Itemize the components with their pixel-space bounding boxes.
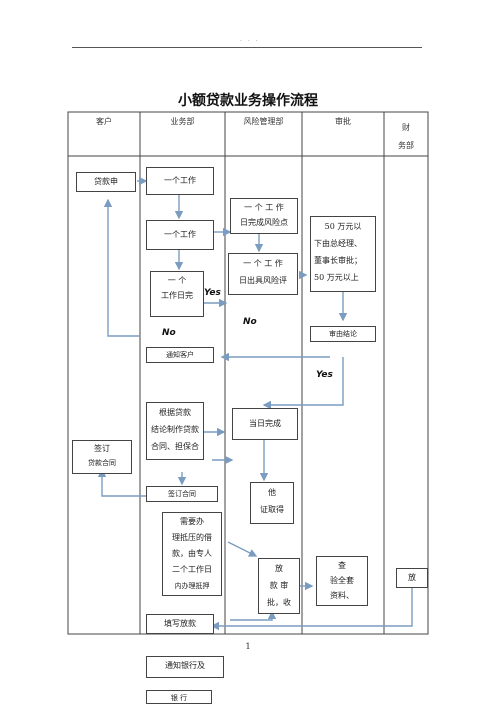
pledge-line-1: 需要办 [180, 517, 204, 526]
loan-apply-box: 贷款申 [76, 172, 136, 192]
approve-line-1: 50 万元以 [324, 222, 362, 231]
risk-step2-line-1: 一 个 工 作 [243, 259, 283, 268]
sign-contract-box: 签订合同 [146, 486, 218, 502]
approve-line-3: 董事长审批； [314, 256, 362, 265]
loan-review-box: 放 款 审 批，收 [258, 558, 300, 614]
other-line-1: 他 [268, 488, 276, 497]
pledge-line-2: 理抵压的借 [172, 533, 212, 542]
yes-label-2: Yes [316, 370, 333, 380]
pledge-line-3: 款，由专人 [172, 549, 212, 558]
header-rule [72, 47, 422, 48]
check-line-1: 查 [338, 561, 346, 570]
loan-review-line-3: 批，收 [267, 598, 291, 607]
risk-step1-box: 一 个 工 作 日完成风险点 [230, 198, 298, 234]
loan-review-line-2: 款 审 [269, 581, 289, 590]
notify-client-box: 通知客户 [146, 347, 214, 363]
pledge-line-5: 内办理抵押 [174, 582, 210, 590]
finance-release-box: 放 [396, 568, 428, 588]
sign-line-2: 贷款合同 [88, 459, 116, 467]
approve-line-2: 下由总经理、 [314, 239, 362, 248]
no-label-1: No [162, 328, 176, 338]
approve-line-4: 50 万元以上 [314, 273, 359, 282]
pledge-line-4: 二个工作日 [172, 565, 212, 574]
column-header-approval: 审批 [335, 117, 351, 126]
fill-loan-box: 填写放款 [146, 614, 214, 634]
check-docs-box: 查 验全套 资料、 [316, 556, 368, 606]
check-line-3: 资料、 [330, 591, 354, 600]
risk-step1-line-1: 一 个 工 作 [244, 203, 284, 212]
other-cert-box: 他 证取得 [250, 482, 294, 524]
pledge-box: 需要办 理抵压的借 款，由专人 二个工作日 内办理抵押 [162, 512, 222, 596]
no-label-2: No [243, 317, 257, 327]
other-line-2: 证取得 [260, 505, 284, 514]
sign-contract-client-box: 签订 贷款合同 [72, 440, 132, 474]
header-dots: . . . [240, 36, 260, 43]
page-number: 1 [245, 642, 251, 651]
biz-step3-box: 一 个 工作日完 [150, 271, 204, 317]
column-header-client: 客户 [96, 117, 112, 126]
biz-step1-box: 一个工作 [146, 167, 214, 195]
page-title: 小额贷款业务操作流程 [178, 93, 318, 109]
contract-line-2: 结论制作贷款 [151, 425, 199, 434]
column-header-finance-1: 财 [402, 123, 410, 132]
approval-rule-box: 50 万元以 下由总经理、 董事长审批； 50 万元以上 [310, 216, 376, 292]
same-day-box: 当日完成 [232, 408, 298, 440]
contract-box: 根据贷款 结论制作贷款 合同、担保合 [146, 402, 204, 460]
loan-review-line-1: 放 [275, 564, 283, 573]
risk-step1-line-2: 日完成风险点 [240, 218, 288, 227]
biz-step3-line-2: 工作日完 [161, 291, 193, 300]
notify-bank-box: 通知银行及 [146, 656, 224, 678]
risk-step2-line-2: 日出具风险评 [239, 276, 287, 285]
approval-result-box: 审由结论 [310, 326, 376, 342]
column-header-risk: 风险管理部 [243, 117, 284, 126]
check-line-2: 验全套 [330, 576, 354, 585]
yes-label-1: Yes [204, 288, 221, 298]
column-header-business: 业务部 [170, 117, 195, 126]
biz-step3-line-1: 一 个 [167, 276, 187, 285]
biz-step2-box: 一个工作 [146, 220, 214, 250]
risk-step2-box: 一 个 工 作 日出具风险评 [228, 253, 298, 295]
contract-line-3: 合同、担保合 [151, 442, 199, 451]
contract-line-1: 根据贷款 [159, 408, 191, 417]
sign-line-1: 签订 [94, 444, 110, 453]
column-header-finance-2: 务部 [398, 141, 414, 150]
